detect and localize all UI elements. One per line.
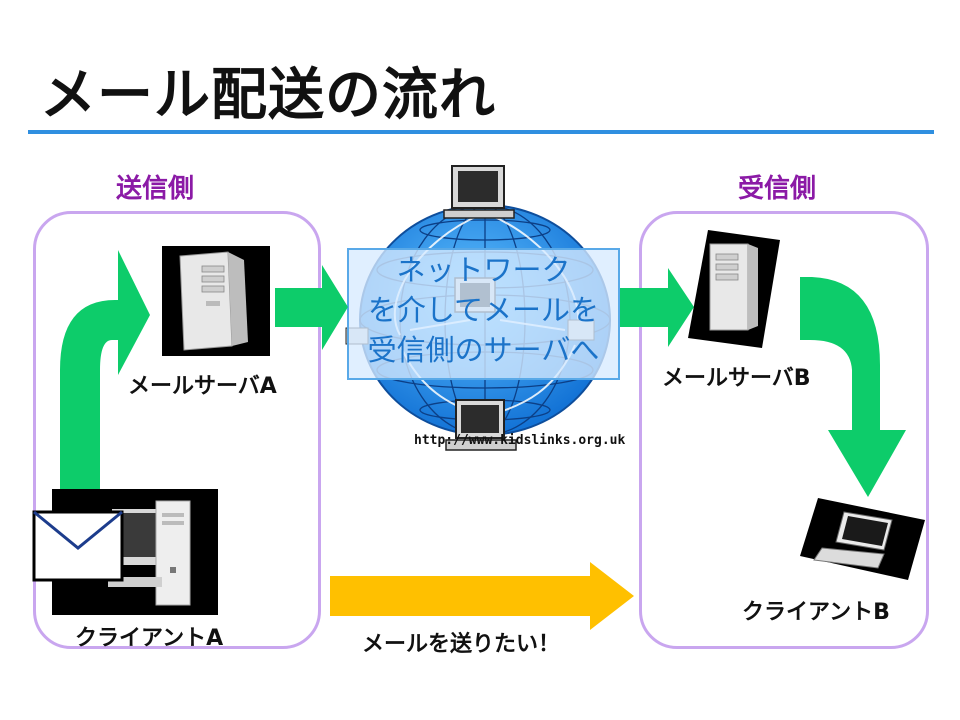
receiver-heading: 受信側 — [738, 174, 817, 204]
laptop-icon — [800, 498, 925, 580]
send-intent-arrow — [330, 562, 634, 630]
envelope-icon — [32, 510, 124, 582]
server-a-label: メールサーバA — [128, 374, 277, 399]
client-b-label: クライアントB — [742, 600, 890, 625]
server-tower-icon — [688, 230, 780, 348]
client-a-label: クライアントA — [75, 626, 224, 651]
receiver-panel — [639, 211, 929, 649]
server-tower-icon — [162, 246, 270, 356]
sender-heading: 送信側 — [116, 174, 195, 204]
network-explanation-box: ネットワーク を介してメールを 受信側のサーバへ — [347, 248, 620, 380]
page-title: メール配送の流れ — [40, 63, 496, 128]
network-text-line-1: ネットワーク — [396, 253, 571, 287]
title-underline — [28, 130, 934, 134]
network-text-line-2: を介してメールを — [367, 293, 600, 327]
crt-monitor-icon — [445, 399, 517, 451]
server-b-label: メールサーバB — [662, 366, 811, 391]
image-credit: http://www.kidslinks.org.uk — [414, 433, 626, 448]
crt-monitor-icon — [443, 165, 515, 219]
send-intent-label: メールを送りたい！ — [362, 632, 561, 657]
network-text-line-3: 受信側のサーバへ — [367, 333, 600, 367]
sender-panel — [33, 211, 321, 649]
